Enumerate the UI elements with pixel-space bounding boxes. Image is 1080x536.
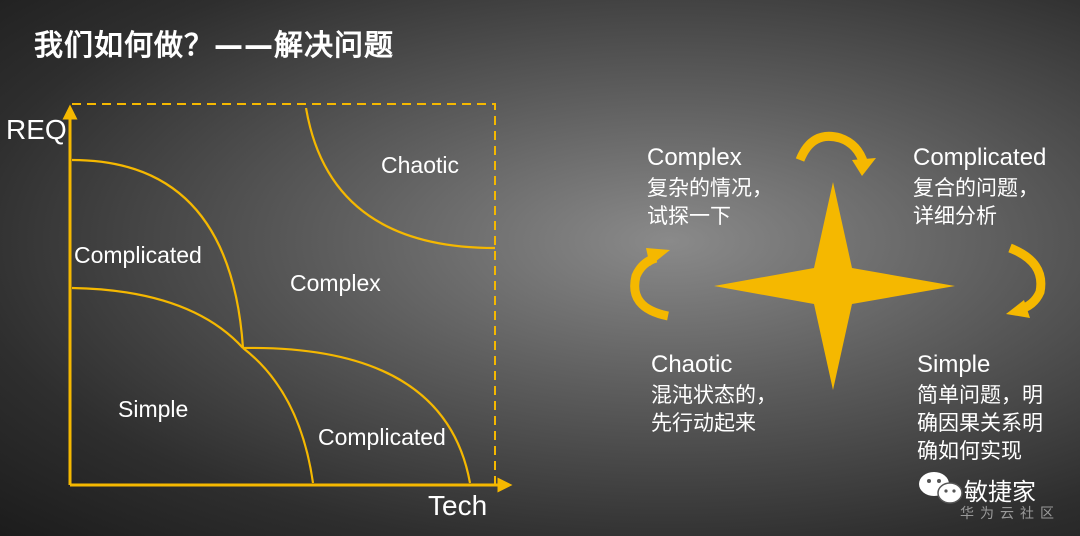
simple-desc-line3: 确如何实现 xyxy=(917,439,1022,463)
chaotic-title: Chaotic xyxy=(651,351,733,378)
region-simple-label: Simple xyxy=(118,396,189,422)
cycle-arrow-top-icon xyxy=(795,131,876,176)
y-axis-label: REQ xyxy=(6,114,67,145)
chaotic-boundary-curve xyxy=(304,107,496,250)
complex-desc-line1: 复杂的情况， xyxy=(647,176,773,200)
region-complicated-left-label: Complicated xyxy=(74,242,202,268)
watermark-name: 敏捷家 xyxy=(964,478,1036,506)
chaotic-desc-line2: 先行动起来 xyxy=(651,411,756,435)
region-complicated-bottom-label: Complicated xyxy=(318,424,446,450)
dashed-boundary xyxy=(72,103,496,485)
cycle-arrow-left-icon xyxy=(630,248,670,321)
simple-title: Simple xyxy=(917,351,991,378)
complex-title: Complex xyxy=(647,144,742,171)
complicated-upper-curve xyxy=(71,158,245,349)
complicated-lower-curve xyxy=(242,346,472,484)
complicated-desc-line1: 复合的问题， xyxy=(913,176,1039,200)
region-chaotic-label: Chaotic xyxy=(381,152,459,178)
region-complex-label: Complex xyxy=(290,270,381,296)
simple-desc-line2: 确因果关系明 xyxy=(917,411,1043,435)
wechat-icon xyxy=(919,472,963,504)
page-title: 我们如何做？——解决问题 xyxy=(34,28,395,62)
cycle-arrow-right-icon xyxy=(1006,243,1046,318)
star-icon xyxy=(714,182,955,390)
complicated-title: Complicated xyxy=(913,144,1047,171)
simple-upper-curve xyxy=(71,286,244,349)
watermark-sub: 华为云社区 xyxy=(960,506,1060,522)
x-axis-label: Tech xyxy=(428,490,488,521)
simple-outer-curve xyxy=(242,347,315,484)
complicated-desc-line2: 详细分析 xyxy=(913,204,997,228)
complex-desc-line2: 试探一下 xyxy=(647,204,731,228)
chaotic-desc-line1: 混沌状态的， xyxy=(651,383,777,407)
simple-desc-line1: 简单问题，明 xyxy=(917,383,1043,407)
